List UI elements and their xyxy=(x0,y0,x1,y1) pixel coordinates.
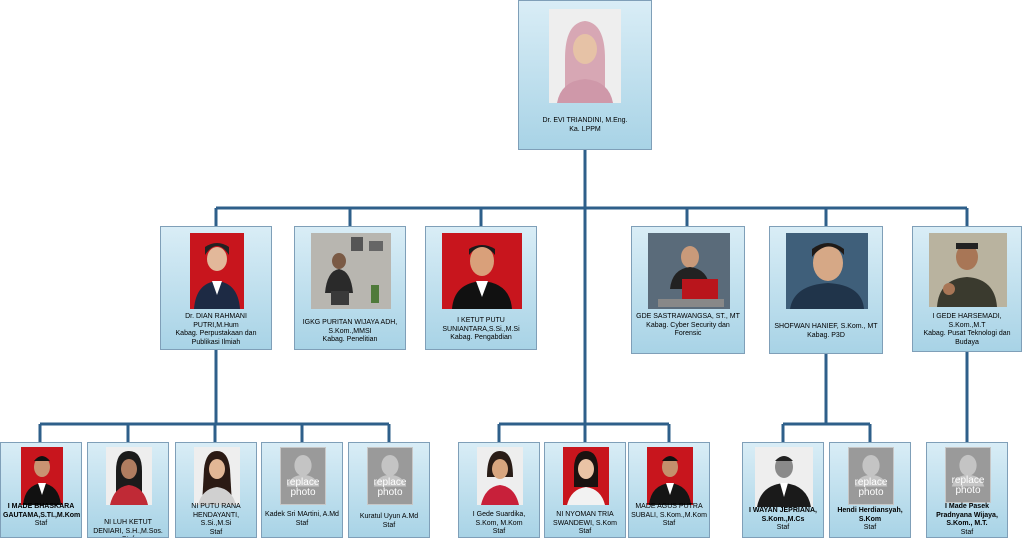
staff-photo-7 xyxy=(563,447,609,505)
manager-photo-2 xyxy=(311,233,391,309)
staff-caption-5: Kuratul Uyun A.Md Staf xyxy=(351,513,427,530)
manager-name-6: I GEDE HARSEMADI, S.Kom.,M.T xyxy=(932,313,1002,329)
staff-caption-4: Kadek Sri MArtini, A.Md Staf xyxy=(264,511,340,528)
staff-caption-6: I Gede Suardika, S.Kom, M.Kom Staf xyxy=(461,511,537,537)
staff-name-3: NI PUTU RANA HENDAYANTI, S.Si.,M.Si xyxy=(191,503,241,527)
head-photo xyxy=(549,9,621,103)
staff-caption-9: I WAYAN JEPRIANA, S.Kom.,M.Cs Staf xyxy=(745,507,821,533)
staff-caption-11: I Made Pasek Pradnyana Wijaya, S.Kom., M… xyxy=(929,503,1005,537)
staff-caption-7: NI NYOMAN TRIA SWANDEWI, S.Kom Staf xyxy=(547,511,623,537)
staff-photo-1 xyxy=(21,447,63,505)
staff-name-4: Kadek Sri MArtini, A.Md xyxy=(265,511,339,518)
head-name: Dr. EVI TRIANDINI, M.Eng. xyxy=(542,117,628,124)
staff-card-6: I Gede Suardika, S.Kom, M.Kom Staf xyxy=(458,442,540,538)
staff-card-1: I MADE BHASKARA GAUTAMA,S.TI.,M.Kom Staf xyxy=(0,442,82,538)
staff-name-7: NI NYOMAN TRIA SWANDEWI, S.Kom xyxy=(553,511,617,527)
manager-photo-6 xyxy=(929,233,1007,307)
staff-card-2: NI LUH KETUT DENIARI, S.H.,M.Sos. Staf xyxy=(87,442,169,538)
staff-role-9: Staf xyxy=(776,524,790,531)
staff-name-5: Kuratul Uyun A.Md xyxy=(359,513,419,520)
staff-role-2: Staf xyxy=(90,536,166,537)
manager-name-2: IGKG PURITAN WIJAYA ADH, S.Kom.,MMSI xyxy=(302,319,398,335)
manager-caption-1: Dr. DIAN RAHMANI PUTRI,M.Hum Kabag. Perp… xyxy=(163,313,269,347)
staff-name-8: MADE AGUS PUTRA SUBALI, S.Kom.,M.Kom xyxy=(631,503,707,519)
staff-photo-8 xyxy=(647,447,693,505)
staff-role-10: Staf xyxy=(863,524,877,531)
head-card: Dr. EVI TRIANDINI, M.Eng. Ka. LPPM xyxy=(518,0,652,150)
manager-caption-3: I KETUT PUTU SUNIANTARA,S.Si.,M.Si Kabag… xyxy=(428,317,534,343)
head-caption: Dr. EVI TRIANDINI, M.Eng. Ka. LPPM xyxy=(521,117,649,134)
manager-photo-1 xyxy=(190,233,244,309)
staff-photo-5: replace photo xyxy=(367,447,413,505)
staff-role-3: Staf xyxy=(209,528,223,536)
manager-name-1: Dr. DIAN RAHMANI PUTRI,M.Hum xyxy=(185,313,247,329)
manager-name-3: I KETUT PUTU SUNIANTARA,S.Si.,M.Si xyxy=(442,317,520,333)
staff-caption-10: Hendi Herdiansyah, S.Kom Staf xyxy=(832,507,908,533)
staff-caption-1: I MADE BHASKARA GAUTAMA,S.TI.,M.Kom Staf xyxy=(3,503,81,529)
manager-card-6: I GEDE HARSEMADI, S.Kom.,M.T Kabag. Pusa… xyxy=(912,226,1022,352)
manager-photo-3 xyxy=(442,233,522,309)
staff-caption-3: NI PUTU RANA HENDAYANTI, S.Si.,M.Si Staf xyxy=(178,503,254,537)
staff-photo-11: replace photo xyxy=(945,447,991,503)
manager-caption-5: SHOFWAN HANIEF, S.Kom., MT Kabag. P3D xyxy=(772,323,880,340)
manager-name-4: GDE SASTRAWANGSA, ST., MT xyxy=(636,313,740,320)
staff-role-6: Staf xyxy=(492,528,506,535)
staff-name-9: I WAYAN JEPRIANA, S.Kom.,M.Cs xyxy=(749,507,817,523)
staff-photo-6 xyxy=(477,447,523,505)
manager-card-4: GDE SASTRAWANGSA, ST., MT Kabag. Cyber S… xyxy=(631,226,745,354)
manager-card-1: Dr. DIAN RAHMANI PUTRI,M.Hum Kabag. Perp… xyxy=(160,226,272,350)
staff-photo-2 xyxy=(106,447,152,505)
staff-photo-4: replace photo xyxy=(280,447,326,505)
staff-role-5: Staf xyxy=(382,521,396,529)
manager-role-5: Kabag. P3D xyxy=(807,331,845,339)
staff-card-3: NI PUTU RANA HENDAYANTI, S.Si.,M.Si Staf xyxy=(175,442,257,538)
manager-card-3: I KETUT PUTU SUNIANTARA,S.Si.,M.Si Kabag… xyxy=(425,226,537,350)
manager-role-4: Kabag. Cyber Security dan Forensic xyxy=(646,321,730,338)
staff-role-4: Staf xyxy=(295,519,309,527)
placeholder-label-11: replace photo xyxy=(951,475,985,496)
staff-name-6: I Gede Suardika, S.Kom, M.Kom xyxy=(472,511,526,527)
manager-caption-2: IGKG PURITAN WIJAYA ADH, S.Kom.,MMSI Kab… xyxy=(297,319,403,345)
manager-role-1: Kabag. Perpustakaan dan Publikasi Ilmiah xyxy=(175,330,257,346)
staff-photo-3 xyxy=(194,447,240,505)
placeholder-label-4: replace photo xyxy=(286,477,320,498)
staff-role-7: Staf xyxy=(578,528,592,535)
manager-card-5: SHOFWAN HANIEF, S.Kom., MT Kabag. P3D xyxy=(769,226,883,354)
staff-name-1: I MADE BHASKARA GAUTAMA,S.TI.,M.Kom xyxy=(3,503,81,519)
staff-card-8: MADE AGUS PUTRA SUBALI, S.Kom.,M.Kom Sta… xyxy=(628,442,710,538)
manager-caption-6: I GEDE HARSEMADI, S.Kom.,M.T Kabag. Pusa… xyxy=(915,313,1019,347)
staff-caption-8: MADE AGUS PUTRA SUBALI, S.Kom.,M.Kom Sta… xyxy=(631,503,707,529)
staff-card-11: replace photo I Made Pasek Pradnyana Wij… xyxy=(926,442,1008,538)
staff-card-10: replace photo Hendi Herdiansyah, S.Kom S… xyxy=(829,442,911,538)
staff-photo-10: replace photo xyxy=(848,447,894,505)
manager-role-3: Kabag. Pengabdian xyxy=(450,334,512,341)
staff-role-8: Staf xyxy=(662,520,676,527)
staff-caption-2: NI LUH KETUT DENIARI, S.H.,M.Sos. Staf xyxy=(90,519,166,537)
staff-card-9: I WAYAN JEPRIANA, S.Kom.,M.Cs Staf xyxy=(742,442,824,538)
staff-card-5: replace photo Kuratul Uyun A.Md Staf xyxy=(348,442,430,538)
manager-role-2: Kabag. Penelitian xyxy=(322,336,378,343)
manager-caption-4: GDE SASTRAWANGSA, ST., MT Kabag. Cyber S… xyxy=(634,313,742,339)
manager-role-6: Kabag. Pusat Teknologi dan Budaya xyxy=(923,330,1011,346)
staff-role-11: Staf xyxy=(960,528,974,536)
staff-role-1: Staf xyxy=(34,520,48,527)
staff-name-2: NI LUH KETUT DENIARI, S.H.,M.Sos. xyxy=(93,519,163,535)
staff-photo-9 xyxy=(755,447,813,507)
staff-card-4: replace photo Kadek Sri MArtini, A.Md St… xyxy=(261,442,343,538)
placeholder-label-5: replace photo xyxy=(373,477,407,498)
staff-card-7: NI NYOMAN TRIA SWANDEWI, S.Kom Staf xyxy=(544,442,626,538)
head-role: Ka. LPPM xyxy=(569,125,601,133)
staff-name-10: Hendi Herdiansyah, S.Kom xyxy=(837,507,903,523)
manager-card-2: IGKG PURITAN WIJAYA ADH, S.Kom.,MMSI Kab… xyxy=(294,226,406,350)
manager-name-5: SHOFWAN HANIEF, S.Kom., MT xyxy=(774,323,878,330)
placeholder-label-10: replace photo xyxy=(854,477,888,498)
staff-name-11: I Made Pasek Pradnyana Wijaya, S.Kom., M… xyxy=(936,503,998,527)
manager-photo-4 xyxy=(648,233,730,309)
manager-photo-5 xyxy=(786,233,868,309)
